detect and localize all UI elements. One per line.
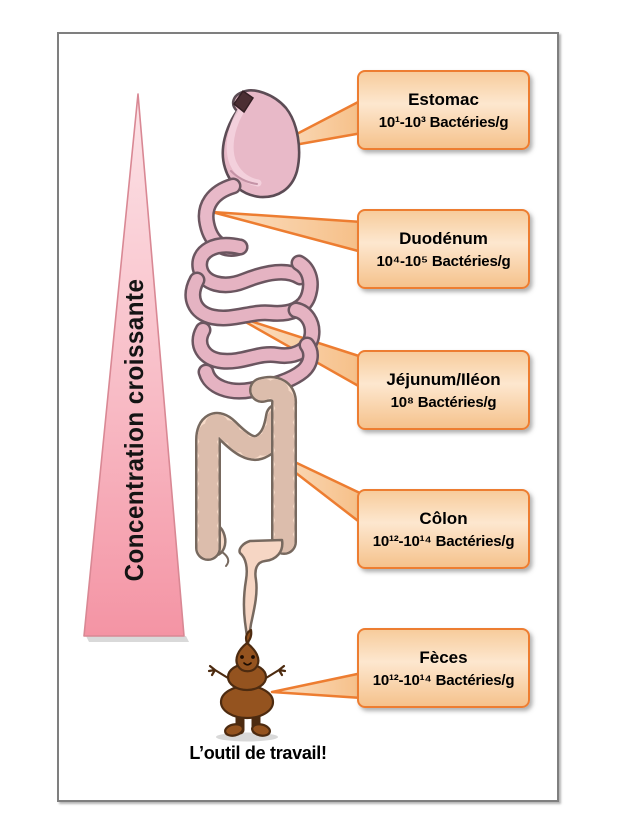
- gradient-arrow-label: Concentration croissante: [119, 278, 149, 582]
- callout-estomac: Estomac 10¹-10³ Bactéries/g: [357, 70, 530, 150]
- callout-title: Duodénum: [399, 228, 488, 248]
- callout-value: 10¹²-10¹⁴ Bactéries/g: [372, 671, 515, 689]
- poop-character-icon: [207, 628, 287, 742]
- callout-feces: Fèces 10¹²-10¹⁴ Bactéries/g: [357, 628, 530, 708]
- callout-value: 10⁴-10⁵ Bactéries/g: [376, 252, 511, 270]
- stomach-illustration: [221, 89, 301, 199]
- triangle-shadow: [86, 636, 189, 642]
- small-intestine-illustration: [184, 237, 321, 400]
- callout-jejunum-ileon: Jéjunum/Iléon 10⁸ Bactéries/g: [357, 350, 530, 430]
- callout-colon: Côlon 10¹²-10¹⁴ Bactéries/g: [357, 489, 530, 569]
- callout-value: 10¹²-10¹⁴ Bactéries/g: [372, 532, 515, 550]
- rectum-illustration: [238, 538, 284, 646]
- callout-title: Fèces: [419, 647, 468, 667]
- callout-duodenum: Duodénum 10⁴-10⁵ Bactéries/g: [357, 209, 530, 289]
- esophagus-stub: [232, 89, 255, 114]
- callout-title: Jéjunum/Iléon: [386, 369, 501, 389]
- triangle-shape: [83, 93, 185, 637]
- colon-illustration: [195, 375, 298, 646]
- digestive-tract-illustration: [184, 89, 321, 742]
- callout-tail-feces: [270, 671, 364, 700]
- callout-title: Estomac: [408, 89, 479, 109]
- callout-value: 10⁸ Bactéries/g: [390, 393, 497, 411]
- callout-title: Côlon: [419, 508, 468, 528]
- footer-caption: L’outil de travail!: [189, 743, 327, 763]
- callout-value: 10¹-10³ Bactéries/g: [378, 113, 509, 131]
- concentration-gradient-arrow: [83, 93, 189, 642]
